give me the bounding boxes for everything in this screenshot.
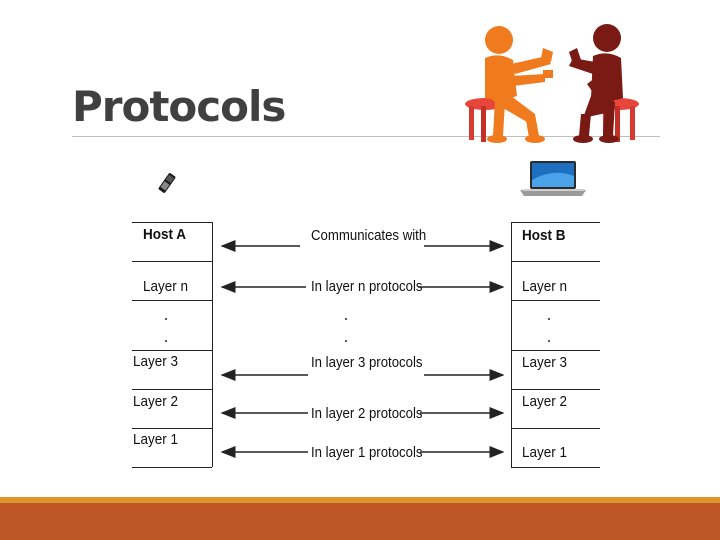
people-talking-illustration [465, 24, 639, 143]
laptop-icon [520, 161, 586, 196]
host-b-layer-n: Layer n [522, 278, 568, 295]
footer-band-dark [0, 503, 720, 540]
left-person [485, 26, 553, 143]
host-a-layer-1: Layer 1 [133, 431, 179, 448]
host-a-layer-3: Layer 3 [133, 353, 179, 370]
title-divider [72, 136, 660, 137]
host-b-layer-3: Layer 3 [522, 354, 568, 371]
footer-band-light [0, 497, 720, 503]
mobile-phone-icon [158, 173, 176, 193]
host-b-header: Host B [522, 227, 566, 244]
layer-n-protocols-label: In layer n protocols [311, 278, 423, 295]
host-a-header: Host A [143, 226, 187, 243]
host-a-layer-2: Layer 2 [133, 393, 179, 410]
host-b-layer-1: Layer 1 [522, 444, 568, 461]
host-b-left-border [511, 222, 512, 467]
layer-3-protocols-label: In layer 3 protocols [311, 354, 423, 371]
page-title: Protocols [72, 82, 286, 131]
host-a-layer-n: Layer n [143, 278, 189, 295]
host-b-layer-2: Layer 2 [522, 393, 568, 410]
host-a-right-border [212, 222, 213, 467]
right-person [569, 24, 623, 143]
layer-2-protocols-label: In layer 2 protocols [311, 405, 423, 422]
communicates-with-label: Communicates with [311, 227, 427, 244]
layer-1-protocols-label: In layer 1 protocols [311, 444, 423, 461]
